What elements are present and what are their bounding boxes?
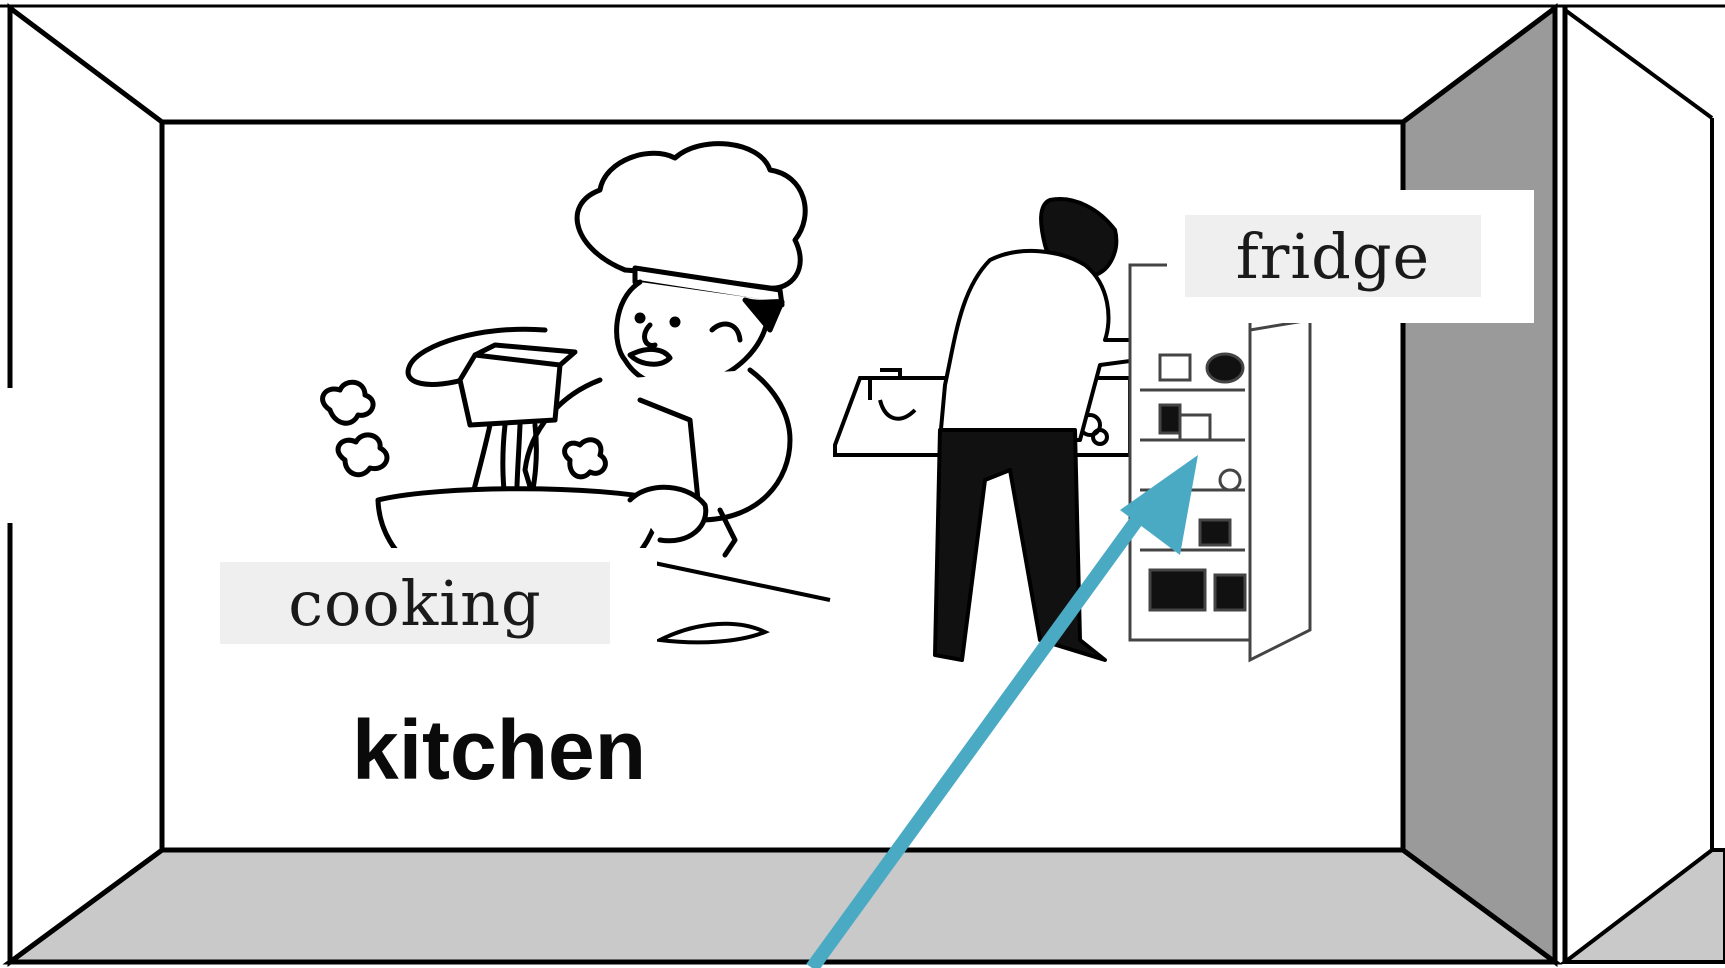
fridge-text: fridge — [1236, 220, 1430, 293]
floor — [10, 850, 1555, 962]
right-side-wall — [1403, 8, 1555, 962]
next-room-floor — [1565, 850, 1725, 962]
cooking-text: cooking — [288, 567, 541, 640]
left-doorway — [0, 388, 14, 523]
left-side-wall — [10, 8, 162, 962]
cooking-label: cooking — [220, 562, 610, 644]
next-room-top — [1565, 10, 1712, 118]
room-title: kitchen — [352, 700, 646, 800]
fridge-label: fridge — [1185, 215, 1481, 297]
open-fridge-icon — [1130, 265, 1310, 660]
